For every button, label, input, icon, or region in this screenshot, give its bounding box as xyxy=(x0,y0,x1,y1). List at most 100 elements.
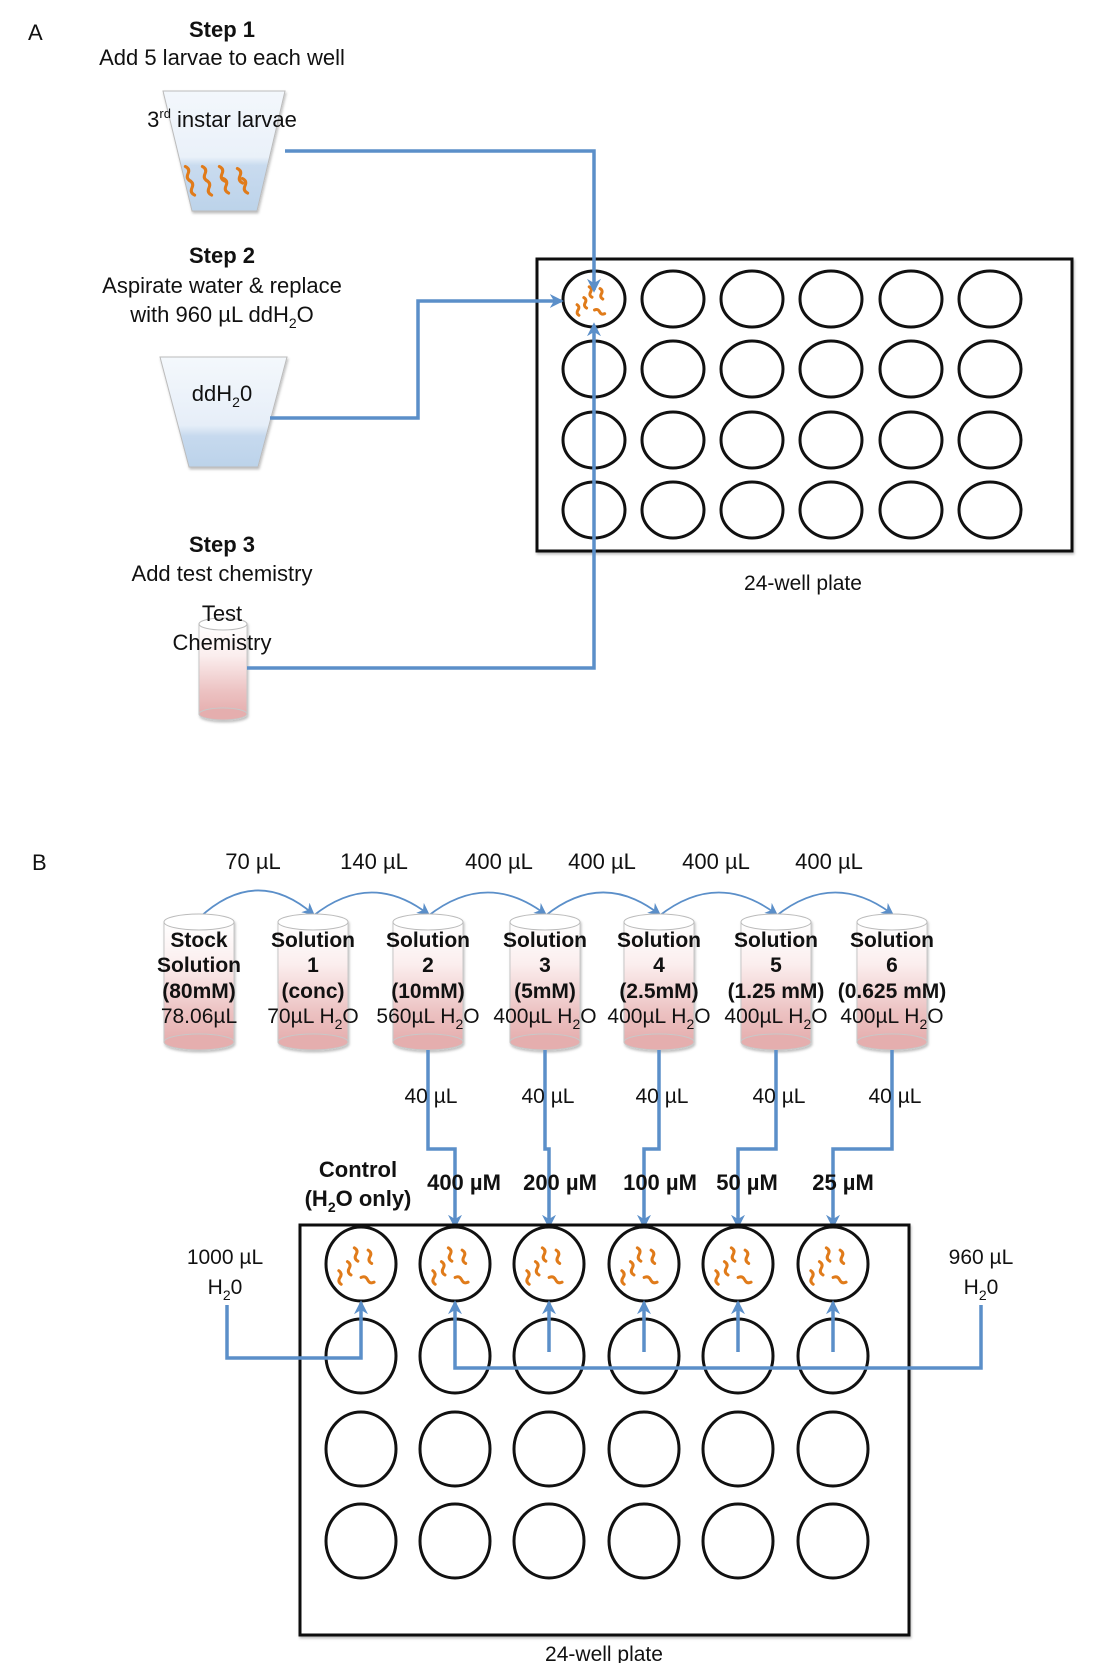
plate-a-well xyxy=(640,269,706,329)
larva-icon xyxy=(352,1246,360,1263)
step-2-description-line1: Aspirate water & replace xyxy=(102,273,342,298)
step-2: Step 2 Aspirate water & replace with 960… xyxy=(102,243,342,468)
step-2-flow-arrow xyxy=(270,294,564,420)
larva-icon xyxy=(221,176,231,195)
plate-a-well xyxy=(878,269,944,329)
right-water-volume: 960 µL xyxy=(949,1246,1014,1269)
step-1: Step 1 Add 5 larvae to each well 3rd ins… xyxy=(99,17,345,212)
larva-icon xyxy=(345,1260,353,1277)
plate-a-well xyxy=(957,410,1023,470)
tube-concentration: (10mM) xyxy=(391,980,465,1003)
larva-icon xyxy=(235,166,245,185)
larva-icon xyxy=(525,1269,531,1286)
tube-label-line1: Stock xyxy=(170,929,228,952)
step-3: Step 3 Add test chemistry Test Chemistry xyxy=(132,532,313,721)
larva-icon xyxy=(642,1275,659,1285)
larvae-container xyxy=(162,90,286,212)
control-label-line2: (H2O only) xyxy=(305,1186,412,1215)
aliquot-arrow xyxy=(542,1050,556,1229)
tube-label-line2: 1 xyxy=(307,954,319,977)
plate-a-well xyxy=(878,339,944,399)
larva-icon xyxy=(714,1269,720,1286)
step-2-title: Step 2 xyxy=(189,243,255,268)
plate-a-well xyxy=(640,480,706,540)
larva-icon xyxy=(593,307,607,316)
larva-icon xyxy=(540,1246,548,1263)
aliquot-arrow xyxy=(731,1050,778,1229)
larva-icon xyxy=(240,176,250,195)
tube-concentration: (0.625 mM) xyxy=(838,980,947,1003)
transfer-volume-label: 70 µL xyxy=(225,849,281,874)
aliquot-arrow xyxy=(637,1050,661,1229)
transfer-volume-label: 400 µL xyxy=(568,849,636,874)
step-3-title: Step 3 xyxy=(189,532,255,557)
left-water-flow xyxy=(225,1300,368,1360)
tube-concentration: (80mM) xyxy=(162,980,236,1003)
transfer-arrow xyxy=(198,889,315,919)
plate-b-well xyxy=(512,1502,586,1580)
transfer-volume-label: 400 µL xyxy=(682,849,750,874)
plate-b-well xyxy=(701,1502,775,1580)
plate-b-wells xyxy=(324,1225,870,1580)
tube-label-line2: 5 xyxy=(770,954,782,977)
tube-volume: 400µL H2O xyxy=(493,1005,596,1032)
plate-b-well xyxy=(607,1410,681,1488)
panel-a: A Step 1 Add 5 larvae to each well 3rd i… xyxy=(28,17,1074,721)
tube-label-line1: Solution xyxy=(271,929,355,952)
tube-volume: 400µL H2O xyxy=(840,1005,943,1032)
plate-b-well xyxy=(418,1502,492,1580)
panel-b: B 70 µL 1 40 µL 400 µL 400 µL 400 µL 400 µL St… xyxy=(32,849,1013,1663)
tube-concentration: (1.25 mM) xyxy=(728,980,825,1003)
plate-a-well xyxy=(878,480,944,540)
tube-volume: 70µL H2O xyxy=(267,1005,359,1032)
step-1-flow-arrow xyxy=(285,149,601,293)
plate-b-well xyxy=(701,1225,775,1303)
transfer-arrow xyxy=(658,891,779,917)
tube-concentration: (2.5mM) xyxy=(619,980,698,1003)
panel-b-label: B xyxy=(32,850,47,875)
plate-b-well xyxy=(418,1225,492,1303)
plate-a-well xyxy=(798,339,864,399)
step-3-flow-arrow xyxy=(247,322,601,670)
larva-icon xyxy=(649,1248,657,1265)
plate-a-well xyxy=(640,410,706,470)
tube-label-line1: Solution xyxy=(850,929,934,952)
plate-b-well xyxy=(796,1410,870,1488)
larva-icon xyxy=(635,1246,643,1263)
plate-a-well xyxy=(798,269,864,329)
transfer-arrow xyxy=(775,891,895,917)
transfer-volume-label: 400 µL xyxy=(795,849,863,874)
larva-icon xyxy=(831,1275,848,1285)
larva-icon xyxy=(628,1260,636,1277)
larva-icon xyxy=(817,1260,825,1277)
concentration-label: 400 µM xyxy=(427,1170,501,1195)
transfer-volume-label: 400 µL xyxy=(465,849,533,874)
plate-b-label: 24-well plate xyxy=(545,1643,663,1663)
chemistry-tube xyxy=(198,617,248,721)
plate-b-well xyxy=(324,1410,398,1488)
tube-label-line2: 4 xyxy=(653,954,665,977)
plate-a-well xyxy=(798,410,864,470)
panel-a-label: A xyxy=(28,20,43,45)
larva-icon xyxy=(824,1246,832,1263)
plate-a-wells xyxy=(561,269,1023,540)
step-3-description: Add test chemistry xyxy=(132,561,313,586)
plate-a-well xyxy=(640,339,706,399)
plate-a-well xyxy=(798,480,864,540)
water-container-label: ddH20 xyxy=(192,381,252,410)
larva-icon xyxy=(547,1275,564,1285)
concentration-label: 50 µM xyxy=(716,1170,778,1195)
plate-a-well xyxy=(878,410,944,470)
concentration-label: 200 µM xyxy=(523,1170,597,1195)
aliquot-label: 40 µL xyxy=(753,1085,806,1108)
tube-volume: 560µL H2O xyxy=(376,1005,479,1032)
water-flows xyxy=(225,1300,983,1370)
transfer-arrow xyxy=(544,891,661,917)
step-1-description: Add 5 larvae to each well xyxy=(99,45,345,70)
